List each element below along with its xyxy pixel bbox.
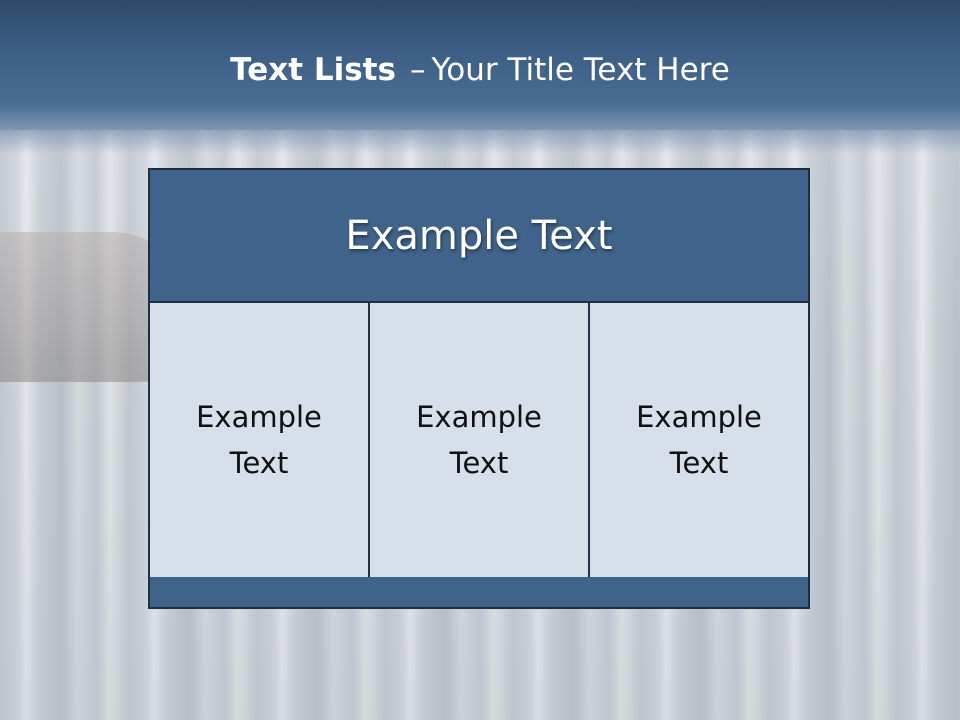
table-footer-bar bbox=[150, 577, 808, 607]
table-cell-3: Example Text bbox=[588, 303, 808, 577]
title-band bbox=[0, 0, 960, 154]
title-text: Your Title Text Here bbox=[431, 52, 730, 88]
table-cells: Example Text Example Text Example Text bbox=[150, 303, 808, 579]
table-header: Example Text bbox=[150, 170, 808, 303]
text-table: Example Text Example Text Example Text E… bbox=[148, 168, 810, 609]
title-separator: – bbox=[409, 52, 426, 88]
slide-title: Text Lists–Your Title Text Here bbox=[0, 52, 960, 88]
table-cell-1: Example Text bbox=[150, 303, 368, 577]
table-cell-2: Example Text bbox=[368, 303, 588, 577]
title-bold: Text Lists bbox=[230, 52, 396, 88]
